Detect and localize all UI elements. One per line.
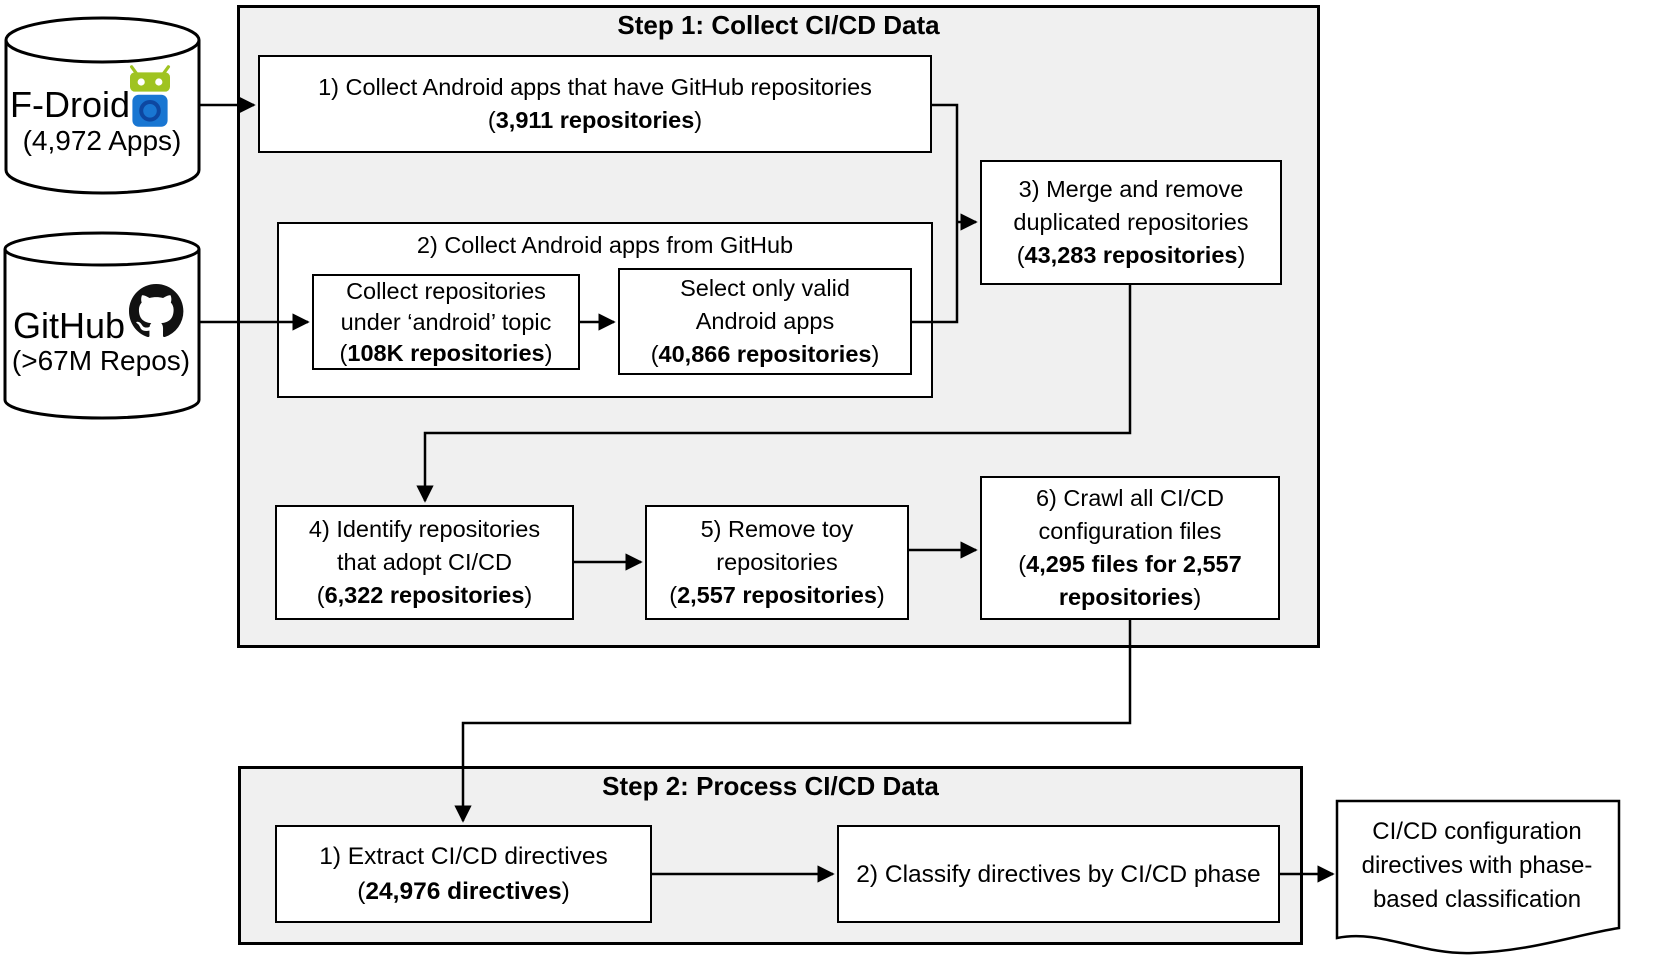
paren-close: ) bbox=[871, 341, 880, 367]
paren-close: ) bbox=[694, 107, 703, 133]
stat-value: 108K repositories bbox=[347, 339, 545, 366]
box-text-line2: configuration files bbox=[1038, 518, 1222, 544]
paren-close: ) bbox=[524, 582, 533, 608]
stat-value: 4,295 files for 2,557 repositories bbox=[1026, 551, 1242, 610]
box-text: 1) Collect Android apps that have GitHub… bbox=[318, 74, 872, 100]
paren-open: ( bbox=[339, 339, 348, 366]
paren-close: ) bbox=[1193, 584, 1202, 610]
paren-close: ) bbox=[1237, 242, 1246, 268]
box-text-line2: under ‘android’ topic bbox=[340, 308, 552, 335]
step1-box6-crawl-config-files: 6) Crawl all CI/CD configuration files (… bbox=[980, 476, 1280, 620]
paren-open: ( bbox=[487, 107, 496, 133]
box-text-line2: repositories bbox=[716, 549, 838, 575]
stat-value: 43,283 repositories bbox=[1024, 242, 1238, 268]
step2-title: Step 2: Process CI/CD Data bbox=[602, 771, 939, 801]
paren-open: ( bbox=[1016, 242, 1025, 268]
box-text-line1: 4) Identify repositories bbox=[308, 516, 541, 542]
box-text-line1: Collect repositories bbox=[346, 277, 546, 304]
step2-box2-classify-directives: 2) Classify directives by CI/CD phase bbox=[837, 825, 1280, 923]
step1-title: Step 1: Collect CI/CD Data bbox=[617, 10, 940, 40]
step1-box4-identify-cicd-repos: 4) Identify repositories that adopt CI/C… bbox=[275, 505, 574, 620]
box-text-line1: 6) Crawl all CI/CD bbox=[1035, 485, 1225, 511]
github-label: GitHub bbox=[12, 305, 126, 346]
paren-close: ) bbox=[561, 878, 570, 905]
paren-open: ( bbox=[669, 582, 678, 608]
step1-box2-sub-select-valid-apps: Select only valid Android apps (40,866 r… bbox=[618, 268, 912, 375]
output-document-text: CI/CD configuration directives with phas… bbox=[1361, 818, 1593, 913]
stat-value: 6,322 repositories bbox=[324, 582, 525, 608]
stat-value: 3,911 repositories bbox=[495, 107, 695, 133]
box-text: 2) Classify directives by CI/CD phase bbox=[856, 860, 1261, 888]
paren-open: ( bbox=[357, 878, 366, 905]
step1-box2-sub-collect-android-topic: Collect repositories under ‘android’ top… bbox=[312, 274, 580, 370]
box-stat: (108K repositories) bbox=[340, 338, 553, 369]
stat-value: 24,976 directives bbox=[365, 878, 562, 905]
stat-value: 40,866 repositories bbox=[658, 341, 872, 367]
box-stat: (3,911 repositories) bbox=[488, 104, 702, 137]
box-text-line2: that adopt CI/CD bbox=[336, 549, 513, 575]
stat-value: 2,557 repositories bbox=[677, 582, 877, 608]
fdroid-label: F-Droid bbox=[10, 84, 131, 125]
step1-box3-merge-remove-duplicates: 3) Merge and remove duplicated repositor… bbox=[980, 160, 1282, 285]
box-text-line2: Android apps bbox=[695, 308, 835, 334]
step1-box5-remove-toy-repos: 5) Remove toy repositories (2,557 reposi… bbox=[645, 505, 909, 620]
box-stat: (4,295 files for 2,557 repositories) bbox=[982, 548, 1278, 614]
box-stat: (2,557 repositories) bbox=[669, 579, 885, 612]
paren-close: ) bbox=[876, 582, 885, 608]
paren-open: ( bbox=[316, 582, 325, 608]
step1-box1-collect-fdroid-apps: 1) Collect Android apps that have GitHub… bbox=[258, 55, 932, 153]
box-text-line2: duplicated repositories bbox=[1013, 209, 1249, 235]
fdroid-robot-icon bbox=[130, 65, 171, 127]
box-title: 2) Collect Android apps from GitHub bbox=[416, 232, 794, 258]
box-text-line1: Select only valid bbox=[680, 275, 850, 301]
box-stat: (24,976 directives) bbox=[357, 874, 570, 909]
box-text: 1) Extract CI/CD directives bbox=[319, 843, 608, 870]
paren-open: ( bbox=[1018, 551, 1027, 577]
box-stat: (6,322 repositories) bbox=[317, 579, 533, 612]
box-text-line1: 3) Merge and remove bbox=[1018, 176, 1244, 202]
github-octocat-icon bbox=[129, 284, 184, 338]
output-document-shape bbox=[1335, 799, 1621, 955]
box-stat: (43,283 repositories) bbox=[1017, 239, 1246, 272]
paren-open: ( bbox=[650, 341, 659, 367]
step2-box1-extract-directives: 1) Extract CI/CD directives (24,976 dire… bbox=[275, 825, 652, 923]
box-text-line1: 5) Remove toy bbox=[700, 516, 854, 542]
paren-close: ) bbox=[544, 339, 553, 366]
github-count: (>67M Repos) bbox=[11, 345, 191, 376]
box-stat: (40,866 repositories) bbox=[651, 338, 880, 371]
fdroid-count: (4,972 Apps) bbox=[22, 125, 182, 156]
